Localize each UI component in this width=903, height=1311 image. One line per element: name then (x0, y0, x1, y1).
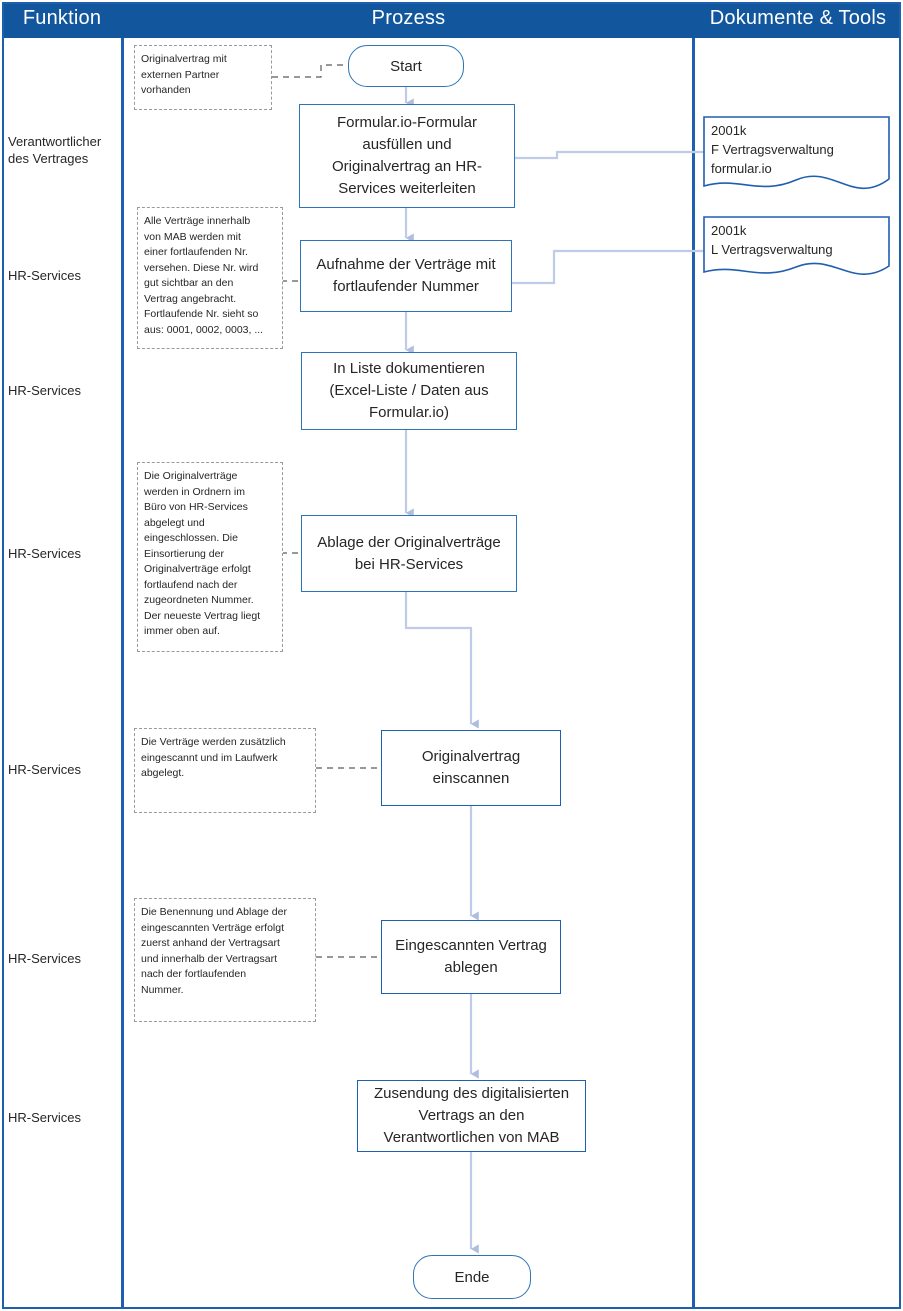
process-step-6[interactable]: Eingescannten Vertrag ablegen (381, 920, 561, 994)
role-label-4: HR-Services (8, 546, 81, 561)
document-shape-2[interactable]: 2001k L Vertragsverwaltung (703, 216, 890, 282)
note-benennung-ablage: Die Benennung und Ablage der eingescannt… (134, 898, 316, 1022)
lane-divider-right (692, 38, 695, 1309)
header-band (2, 2, 901, 38)
document-outline-icon (703, 116, 890, 190)
role-label-5: HR-Services (8, 762, 81, 777)
role-label-2: HR-Services (8, 268, 81, 283)
process-step-7[interactable]: Zusendung des digitalisierten Vertrags a… (357, 1080, 586, 1152)
role-label-3: HR-Services (8, 383, 81, 398)
note-ablage-ordner: Die Originalverträge werden in Ordnern i… (137, 462, 283, 652)
terminator-ende[interactable]: Ende (413, 1255, 531, 1299)
flow-step4-to-step5 (404, 591, 479, 729)
header-column-dokumente-tools: Dokumente & Tools (709, 7, 887, 29)
header-column-prozess: Prozess (371, 7, 446, 29)
role-label-7: HR-Services (8, 1110, 81, 1125)
process-step-5[interactable]: Originalvertrag einscannen (381, 730, 561, 806)
note-originalvertrag-extern: Originalvertrag mit externen Partner vor… (134, 45, 272, 110)
document-shape-2-text: 2001k L Vertragsverwaltung (711, 223, 833, 257)
terminator-start[interactable]: Start (348, 45, 464, 87)
process-step-3[interactable]: In Liste dokumentieren (Excel-Liste / Da… (301, 352, 517, 430)
document-shape-1-text: 2001k F Vertragsverwaltung formular.io (711, 123, 834, 176)
process-step-1[interactable]: Formular.io-Formular ausfüllen und Origi… (299, 104, 515, 208)
process-step-4[interactable]: Ablage der Originalverträge bei HR-Servi… (301, 515, 517, 592)
note-einscannen-laufwerk: Die Verträge werden zusätzlich eingescan… (134, 728, 316, 813)
note-fortlaufende-nummer: Alle Verträge innerhalb von MAB werden m… (137, 207, 283, 349)
role-label-6: HR-Services (8, 951, 81, 966)
document-shape-1[interactable]: 2001k F Vertragsverwaltung formular.io (703, 116, 890, 197)
document-outline-icon (703, 216, 890, 275)
role-label-1: Verantwortlicher des Vertrages (8, 134, 102, 166)
lane-divider-left (121, 38, 124, 1309)
header-column-funktion: Funktion (22, 7, 102, 29)
dash-note1-to-start (272, 64, 350, 78)
process-step-2[interactable]: Aufnahme der Verträge mit fortlaufender … (300, 240, 512, 312)
